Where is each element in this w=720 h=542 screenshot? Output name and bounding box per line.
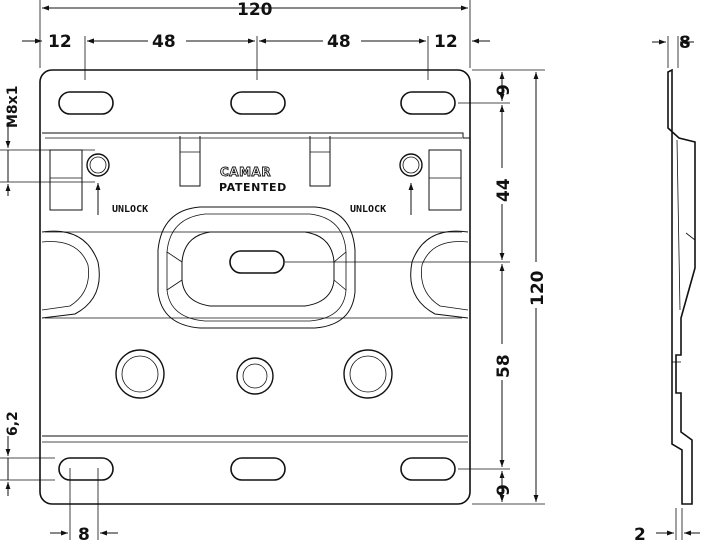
unlock-label-left: UNLOCK — [112, 204, 148, 215]
slot-top-right — [400, 91, 456, 115]
dim-lower-span: 58 — [494, 354, 514, 378]
hole-left — [115, 349, 165, 399]
center-slot — [229, 250, 285, 274]
dim-offset-left: 6,2 — [5, 411, 21, 436]
dim-slot-width: 8 — [78, 525, 90, 542]
lock-pad-left — [49, 149, 83, 211]
dim-left-edge: 12 — [48, 32, 72, 52]
dim-right-edge: 12 — [434, 32, 458, 52]
dim-upper-span: 44 — [494, 178, 514, 202]
center-recess-outer — [157, 206, 356, 329]
dim-bottom-margin: 9 — [494, 484, 514, 496]
slot-bottom-left — [58, 457, 114, 481]
hook-left — [41, 230, 100, 319]
dim-pitch-right: 48 — [327, 32, 351, 52]
raised-panel — [42, 132, 470, 139]
dim-top-margin: 9 — [494, 84, 514, 96]
hole-right — [343, 349, 393, 399]
hole-center — [236, 357, 274, 395]
dim-sheet-thickness: 2 — [634, 525, 646, 542]
dim-side-thickness: 8 — [679, 33, 691, 53]
hook-right — [410, 230, 469, 319]
unlock-pin-right — [399, 153, 423, 177]
unlock-label-right: UNLOCK — [350, 204, 386, 215]
plate-outline — [39, 69, 471, 505]
slot-bottom-right — [400, 457, 456, 481]
dim-pitch-left: 48 — [152, 32, 176, 52]
lock-pad-right — [428, 149, 462, 211]
dim-overall-height: 120 — [528, 270, 548, 306]
dim-thread: M8x1 — [5, 86, 21, 128]
front-view: UNLOCK UNLOCK CAMAR PATENTED — [39, 69, 471, 505]
dim-overall-width: 120 — [237, 0, 273, 20]
center-recess-inner — [181, 231, 335, 307]
side-profile — [667, 68, 696, 505]
tab-left — [179, 136, 201, 187]
patented-label: PATENTED — [219, 181, 287, 194]
brand-logo: CAMAR — [220, 165, 271, 179]
unlock-pin-left — [86, 153, 110, 177]
slot-top-left — [58, 91, 114, 115]
tab-right — [309, 136, 331, 187]
dimensions-front: 120 12 48 48 12 9 44 58 9 120 — [0, 0, 548, 542]
side-view: 8 2 — [634, 33, 700, 542]
slot-bottom-center — [230, 457, 286, 481]
slot-top-center — [230, 91, 286, 115]
